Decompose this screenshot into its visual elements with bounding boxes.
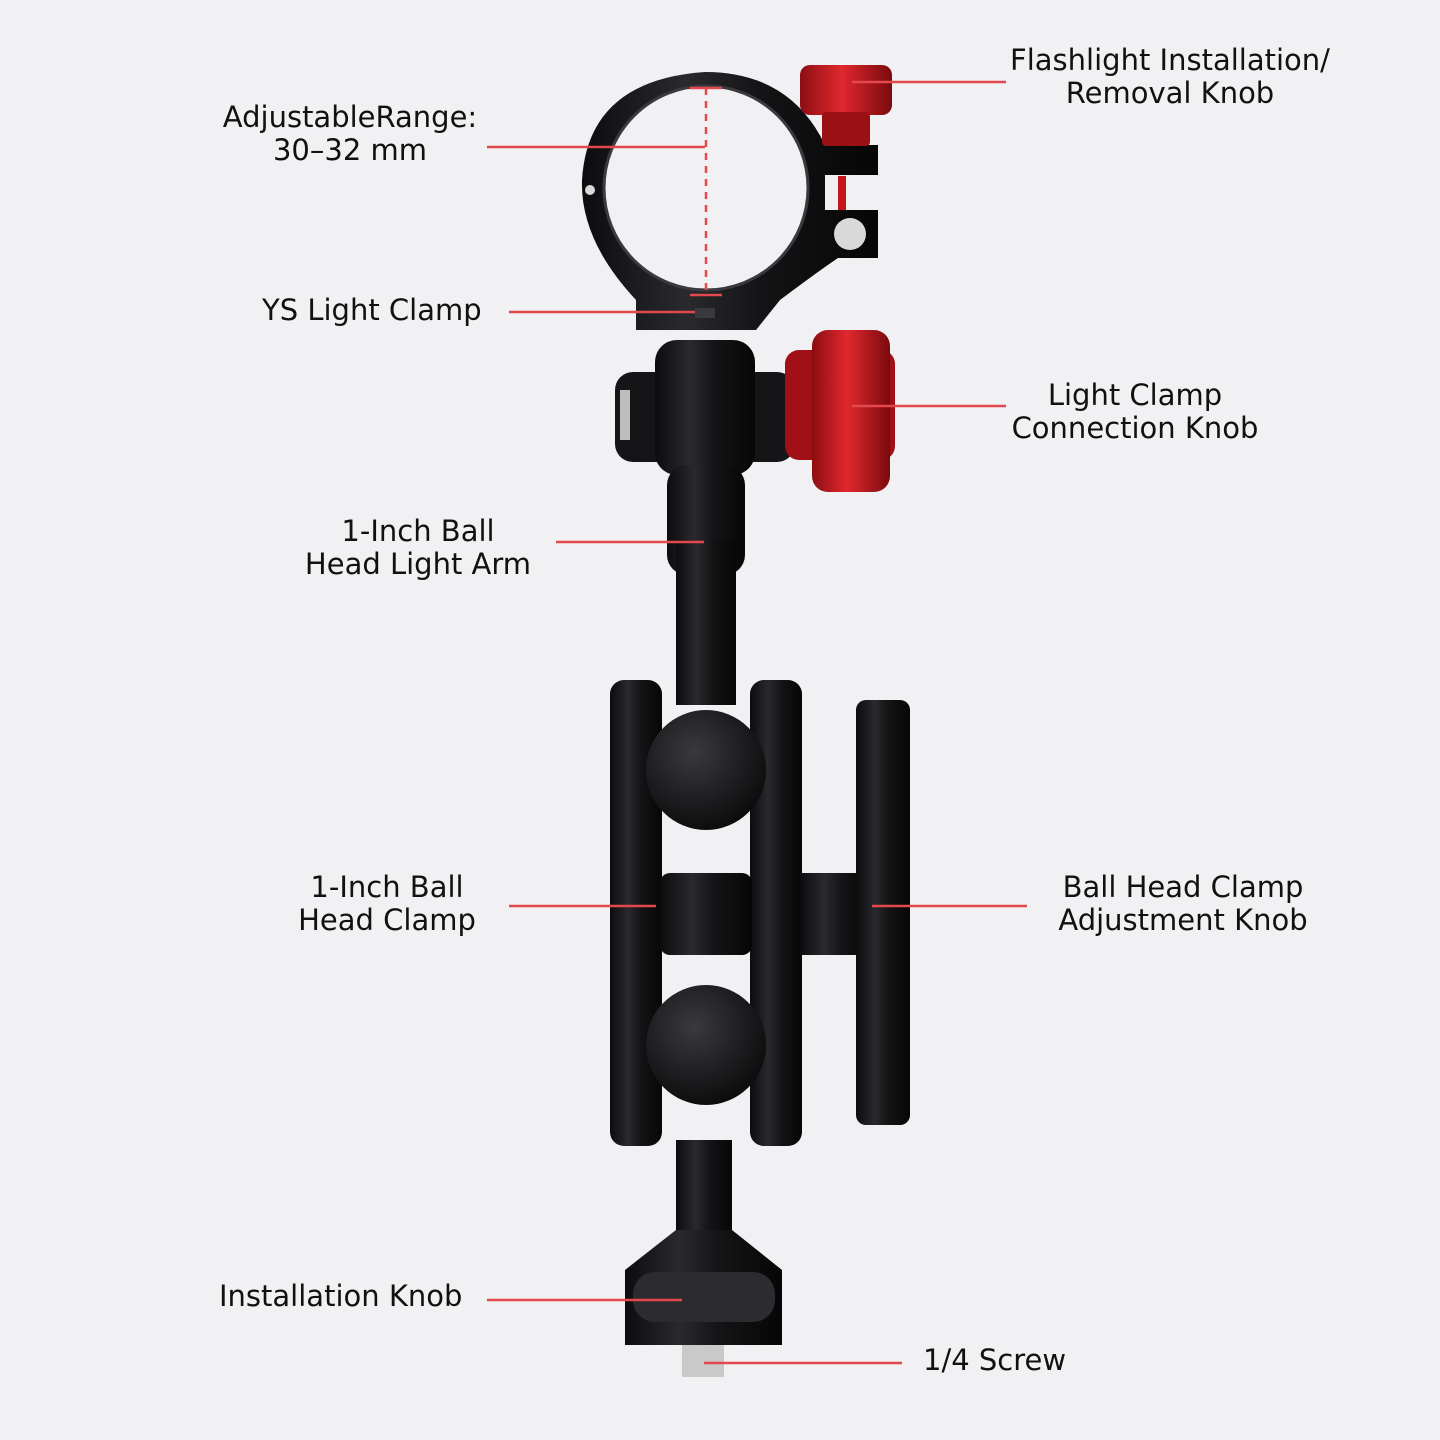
ball-head-clamp-body bbox=[610, 680, 870, 1146]
mount-base bbox=[625, 1140, 782, 1377]
ys-light-clamp-body bbox=[581, 72, 878, 330]
label-installation-knob: Installation Knob bbox=[219, 1279, 463, 1313]
light-clamp-pivot bbox=[615, 340, 795, 475]
label-ys-light-clamp: YS Light Clamp bbox=[262, 293, 482, 327]
light-clamp-connection-knob bbox=[785, 330, 895, 492]
label-ball-head-arm: 1-Inch Ball Head Light Arm bbox=[304, 514, 532, 581]
label-light-clamp-knob: Light Clamp Connection Knob bbox=[1011, 378, 1259, 445]
label-adjustable-range: AdjustableRange: 30–32 mm bbox=[222, 100, 478, 167]
label-ball-head-clamp: 1-Inch Ball Head Clamp bbox=[298, 870, 476, 937]
label-flashlight-knob: Flashlight Installation/ Removal Knob bbox=[1010, 43, 1330, 110]
label-clamp-adjust-knob: Ball Head Clamp Adjustment Knob bbox=[1058, 870, 1308, 937]
label-screw: 1/4 Screw bbox=[923, 1343, 1067, 1377]
ball-head-adjustment-knob bbox=[856, 700, 910, 1125]
light-arm-stem bbox=[667, 465, 745, 705]
leader-lines bbox=[487, 80, 1027, 1365]
flashlight-installation-knob bbox=[800, 65, 892, 146]
